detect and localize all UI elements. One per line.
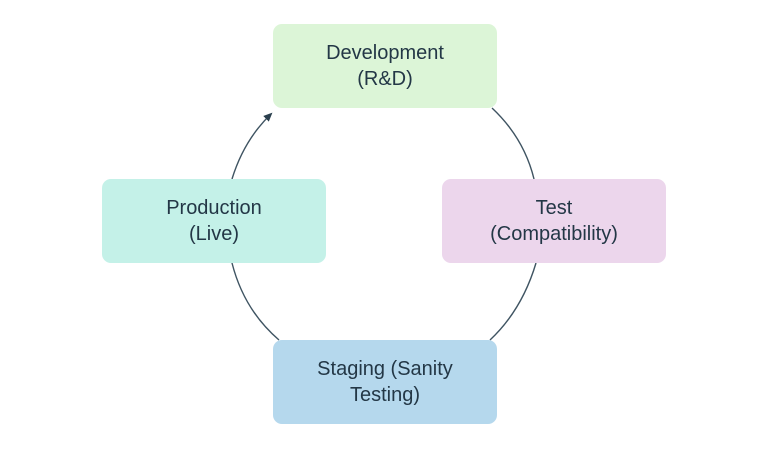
stage-production: Production (Live) [102,179,326,263]
connector-test-to-staging [489,262,537,341]
stage-staging: Staging (Sanity Testing) [273,340,497,424]
connector-production-to-development-arrow [231,112,273,180]
connector-staging-to-production [231,262,280,341]
stage-test-label: Test [535,197,573,219]
connector-development-to-test [491,107,535,180]
stage-development-sublabel: (R&D) [357,68,413,90]
stage-staging-sublabel: Testing) [349,384,421,406]
stage-test: Test (Compatibility) [442,179,666,263]
stage-development-label: Development [326,42,444,64]
stage-staging-label: Staging (Sanity [317,358,453,380]
stage-production-label: Production [166,197,262,219]
stage-development: Development (R&D) [273,24,497,108]
stage-production-sublabel: (Live) [188,223,239,245]
stage-test-sublabel: (Compatibility) [490,223,618,245]
